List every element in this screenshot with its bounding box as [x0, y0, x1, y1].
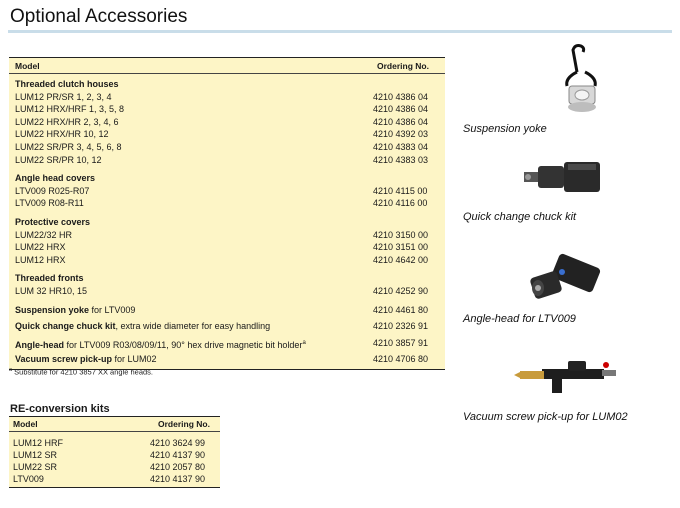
- re-conversion-title: RE-conversion kits: [10, 403, 110, 415]
- angle-head-icon: [530, 253, 601, 299]
- accessories-table: Model Ordering No. Threaded clutch house…: [9, 57, 445, 370]
- chuck-kit-icon: [524, 162, 600, 192]
- caption-vacuum-screw-pickup: Vacuum screw pick-up for LUM02: [463, 411, 628, 423]
- group-heading: Protective covers: [15, 216, 91, 227]
- footnote: a Substitute for 4210 3857 XX angle head…: [9, 367, 153, 377]
- caption-angle-head: Angle-head for LTV009: [463, 313, 576, 325]
- table-header: Model Ordering No.: [9, 417, 220, 432]
- vacuum-pickup-icon: [514, 361, 616, 393]
- column-header-model: Model: [13, 419, 38, 429]
- caption-quick-change-chuck-kit: Quick change chuck kit: [463, 211, 577, 223]
- table-row: Quick change chuck kit, extra wide diame…: [15, 321, 429, 332]
- column-header-model: Model: [15, 61, 40, 71]
- suspension-yoke-icon: [565, 44, 597, 112]
- group-heading: Threaded fronts: [15, 273, 84, 284]
- page-title: Optional Accessories: [10, 6, 188, 27]
- table-row: Angle-head for LTV009 R03/08/09/11, 90° …: [15, 337, 429, 350]
- group-heading: Angle head covers: [15, 173, 96, 184]
- title-divider: [8, 30, 672, 33]
- column-header-ordering-no: Ordering No.: [377, 61, 429, 71]
- table-header: Model Ordering No.: [9, 58, 445, 74]
- group-heading: Threaded clutch houses: [15, 79, 119, 89]
- column-header-ordering-no: Ordering No.: [158, 419, 210, 429]
- caption-suspension-yoke: Suspension yoke: [463, 123, 547, 135]
